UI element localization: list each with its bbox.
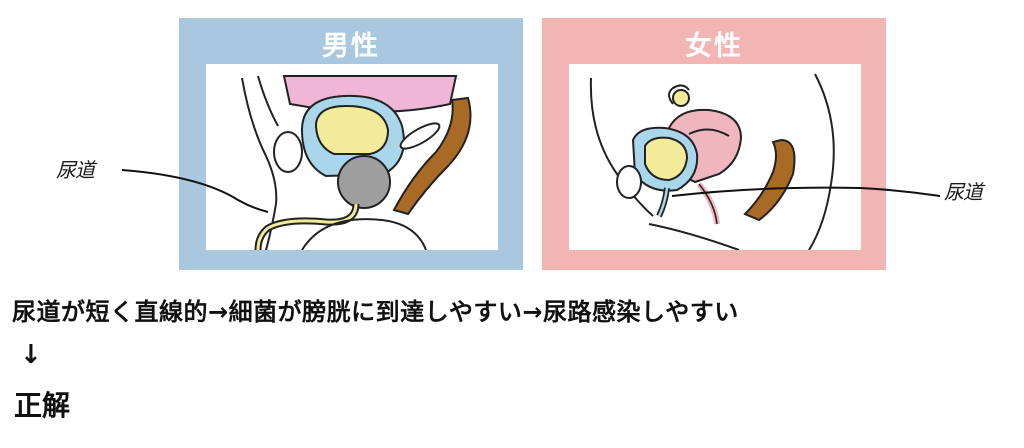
female-anatomy-illustration — [569, 64, 861, 250]
female-fallopian-tube — [668, 84, 690, 105]
female-ovary — [672, 89, 690, 107]
female-urethra-pointer — [671, 186, 941, 197]
male-panel-title: 男性 — [322, 31, 380, 62]
male-rectum — [392, 96, 472, 216]
male-urethra — [256, 203, 358, 250]
female-urethra — [657, 187, 669, 217]
male-urethra-pointer — [121, 169, 269, 213]
male-wall-line — [257, 75, 279, 127]
down-arrow-icon: ↓ — [20, 340, 42, 370]
male-anatomy-panel: 男性 — [179, 18, 523, 270]
male-urethra-label: 尿道 — [56, 158, 95, 182]
male-anatomy-illustration — [206, 64, 498, 250]
female-back-line — [808, 73, 835, 250]
explanation-text: 尿道が短く直線的→細菌が膀胱に到達しやすい→尿路感染しやすい — [12, 298, 739, 326]
male-perineum — [301, 218, 427, 250]
male-pelvis-drawing — [241, 75, 472, 250]
female-vagina-outline — [698, 183, 718, 225]
female-urethra-label: 尿道 — [944, 180, 983, 204]
male-seminal-vesicle — [399, 122, 441, 150]
answer-text: 正解 — [14, 389, 71, 422]
female-abdominal-wall — [589, 77, 654, 217]
female-rectum — [743, 138, 796, 222]
female-pubic-bone — [616, 165, 642, 199]
female-panel-title: 女性 — [685, 31, 743, 62]
female-bladder-urine — [644, 136, 689, 182]
female-pelvis-drawing — [589, 73, 835, 250]
male-bladder-urine — [314, 104, 390, 155]
male-prostate — [337, 155, 391, 209]
male-pubic-bone — [273, 131, 303, 173]
female-uterus-cavity — [688, 128, 730, 137]
female-anatomy-panel: 女性 — [542, 18, 886, 270]
female-perineum — [648, 223, 740, 250]
